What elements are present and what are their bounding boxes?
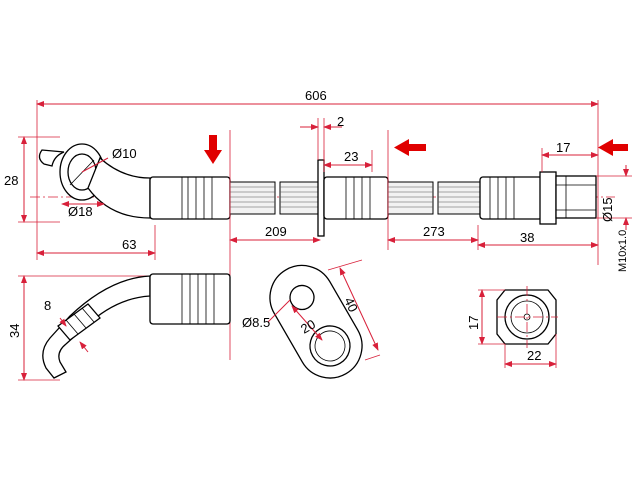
label-eye-inner-dia: Ø10 bbox=[112, 146, 137, 161]
label-end-length: 38 bbox=[520, 230, 534, 245]
label-bracket-hole-dia: Ø8.5 bbox=[242, 315, 270, 330]
label-bracket-hole-spacing: 20 bbox=[298, 316, 318, 336]
side-view: 34 8 bbox=[7, 273, 231, 381]
down-arrow-icon bbox=[204, 135, 222, 164]
label-flange-thickness: 2 bbox=[337, 114, 344, 129]
hose-body-left bbox=[229, 181, 321, 215]
label-hex-width: 22 bbox=[527, 348, 541, 363]
bracket-view: 40 Ø8.5 20 bbox=[242, 259, 381, 379]
label-eye-height: 28 bbox=[4, 173, 18, 188]
bracket-plate bbox=[269, 264, 363, 379]
label-side-height: 34 bbox=[7, 324, 22, 338]
main-dimensions: 606 2 Ø10 28 Ø18 23 17 Ø15 M10x1.0 bbox=[4, 88, 632, 360]
threaded-end-fitting bbox=[479, 171, 597, 225]
label-overall-length: 606 bbox=[305, 88, 327, 103]
label-hex-height: 17 bbox=[466, 316, 481, 330]
hex-end-view: 17 22 bbox=[466, 286, 558, 368]
label-thread-spec: M10x1.0 bbox=[617, 230, 629, 272]
label-bracket-length: 40 bbox=[341, 295, 361, 314]
side-tube-collar bbox=[57, 303, 101, 341]
label-fitting-length: 23 bbox=[344, 149, 358, 164]
label-thread-dia: Ø15 bbox=[600, 197, 615, 222]
label-side-tube-dia: 8 bbox=[44, 298, 51, 313]
left-arrow-icon-right bbox=[598, 139, 628, 156]
label-end-fitting: 17 bbox=[556, 140, 570, 155]
hose-body-right bbox=[387, 181, 481, 215]
label-hose-section-1: 209 bbox=[265, 224, 287, 239]
label-hose-section-2: 273 bbox=[423, 224, 445, 239]
label-eye-outer-dia: Ø18 bbox=[68, 204, 93, 219]
side-collar bbox=[149, 273, 231, 325]
left-arrow-icon-center bbox=[394, 139, 426, 156]
center-bracket-fitting bbox=[317, 159, 389, 237]
label-to-bracket-1: 63 bbox=[122, 237, 136, 252]
fitting-collar-left bbox=[149, 176, 231, 220]
